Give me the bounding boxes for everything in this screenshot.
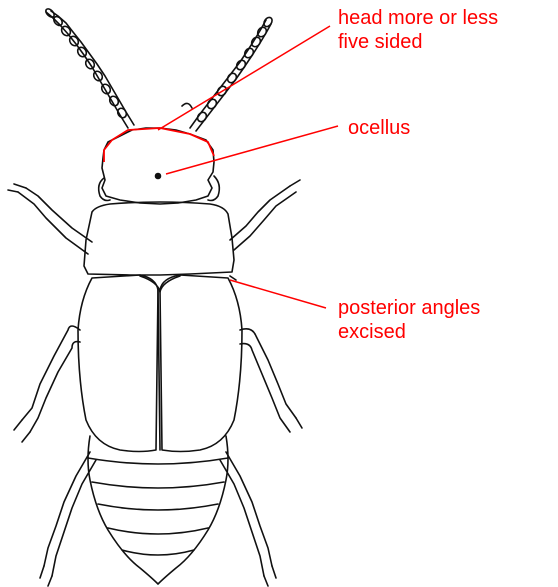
- abdomen: [88, 436, 228, 584]
- annotation-head-line-1: head more or less: [338, 6, 498, 30]
- ocellus-dot: [156, 174, 161, 179]
- middle-right-leg: [240, 329, 302, 432]
- pronotum: [84, 202, 234, 275]
- annotation-posterior-angles: posterior angles excised: [338, 296, 480, 344]
- leader-line-ocellus: [166, 126, 338, 174]
- right-antenna: [182, 16, 274, 131]
- annotation-posterior-line-2: excised: [338, 320, 480, 344]
- annotation-ocellus-line-1: ocellus: [348, 116, 410, 140]
- annotation-head-line-2: five sided: [338, 30, 498, 54]
- front-right-leg: [230, 180, 300, 250]
- annotation-posterior-line-1: posterior angles: [338, 296, 480, 320]
- annotation-ocellus: ocellus: [348, 116, 410, 140]
- leader-line-posterior: [230, 280, 326, 308]
- hind-right-leg: [220, 452, 276, 586]
- leader-lines: [158, 26, 338, 308]
- annotation-head-shape: head more or less five sided: [338, 6, 498, 54]
- hind-left-leg: [40, 452, 96, 586]
- head-highlight: [104, 128, 214, 162]
- left-antenna: [44, 7, 134, 128]
- elytra: [78, 275, 242, 452]
- leader-line-head: [158, 26, 330, 130]
- front-left-leg: [8, 184, 92, 254]
- middle-left-leg: [14, 326, 80, 442]
